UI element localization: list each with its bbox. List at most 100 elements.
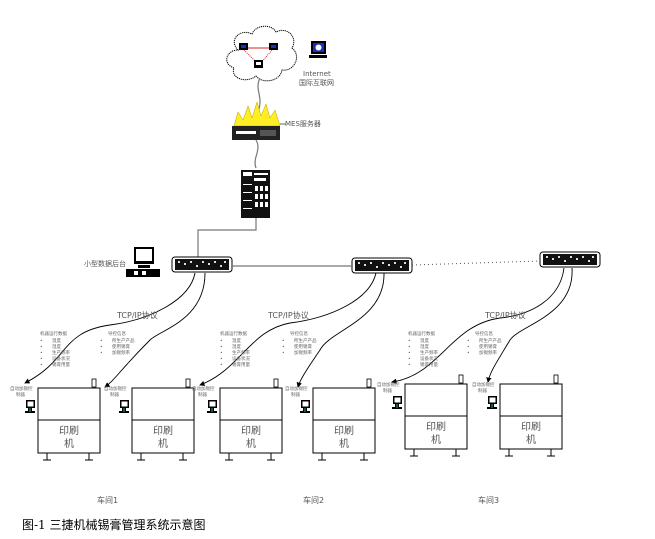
control-info-title: 导控信息 bbox=[475, 330, 493, 337]
controller-pc-icon bbox=[486, 395, 498, 410]
printer-label: 机 bbox=[158, 437, 168, 450]
machine-data-title: 机器运行数据 bbox=[40, 330, 67, 337]
control-info-item: 所生产产品 bbox=[112, 337, 135, 344]
bullet: • bbox=[408, 363, 411, 368]
control-info-item: 所生产产品 bbox=[479, 337, 502, 344]
workshop-3-label: 车间3 bbox=[478, 495, 499, 505]
machine-data-item: 锡膏用量 bbox=[232, 361, 250, 368]
printer-label: 印刷 bbox=[153, 425, 173, 437]
controller-label: 自动加锡控 bbox=[377, 381, 400, 388]
bullet: • bbox=[40, 351, 43, 356]
network-switch-1 bbox=[171, 256, 233, 273]
printer-label: 机 bbox=[64, 437, 74, 450]
machine-data-item: 生产频率 bbox=[420, 349, 438, 356]
bullet: • bbox=[220, 345, 223, 350]
mes-server-label: MES服务器 bbox=[285, 119, 321, 128]
network-switch-3 bbox=[539, 251, 601, 268]
printer-label: 机 bbox=[246, 437, 256, 450]
workshop-2-label: 车间2 bbox=[303, 495, 324, 505]
control-info-item: 所生产产品 bbox=[294, 337, 317, 344]
bullet: • bbox=[220, 357, 223, 362]
controller-pc-icon bbox=[206, 399, 218, 414]
controller-label: 制器 bbox=[478, 387, 487, 394]
machine-data-item: 温度 bbox=[52, 337, 61, 344]
bullet: • bbox=[408, 351, 411, 356]
mes-server-firewall-icon bbox=[232, 101, 281, 140]
controller-label: 制器 bbox=[198, 391, 207, 398]
data-flow-arrows bbox=[24, 267, 573, 388]
bullet: • bbox=[100, 339, 103, 344]
bullet: • bbox=[408, 339, 411, 344]
machine-data-item: 设备状况 bbox=[232, 355, 250, 362]
bullet: • bbox=[40, 339, 43, 344]
machine-data-item: 生产频率 bbox=[52, 349, 70, 356]
bullet: • bbox=[220, 363, 223, 368]
controller-pc-icon bbox=[391, 395, 403, 410]
laptop-icon bbox=[239, 43, 248, 50]
control-info-title: 导控信息 bbox=[290, 330, 308, 337]
machine-data-item: 生产频率 bbox=[232, 349, 250, 356]
machine-data-item: 温度 bbox=[420, 337, 429, 344]
protocol-label-1: TCP/IP协议 bbox=[116, 310, 158, 320]
control-info-item: 加锡频率 bbox=[294, 349, 312, 356]
internet-label-cn: 国际互联网 bbox=[299, 78, 334, 87]
controller-label: 制器 bbox=[110, 391, 119, 398]
printer-label: 印刷 bbox=[521, 421, 541, 433]
server-tower-icon bbox=[241, 170, 270, 218]
machine-data-item: 湿度 bbox=[232, 343, 241, 350]
controller-pc-icon bbox=[24, 399, 36, 414]
laptop-icon bbox=[269, 43, 278, 50]
controller-label: 自动加锡控 bbox=[192, 385, 215, 392]
backend-label: 小型数据后台 bbox=[84, 259, 126, 268]
bullet: • bbox=[220, 339, 223, 344]
internet-label: Internet bbox=[303, 70, 331, 78]
printer-label: 机 bbox=[431, 433, 441, 446]
printer-label: 机 bbox=[526, 433, 536, 446]
controller-label: 自动加锡控 bbox=[10, 385, 33, 392]
controller-pc-icon bbox=[299, 399, 311, 414]
bullet: • bbox=[40, 345, 43, 350]
controller-label: 自动加锡控 bbox=[472, 381, 495, 388]
machine-data-item: 设备状况 bbox=[420, 355, 438, 362]
internet-monitor-icon bbox=[309, 41, 327, 58]
bullet: • bbox=[282, 351, 285, 356]
machine-data-item: 温度 bbox=[232, 337, 241, 344]
printer-label: 印刷 bbox=[426, 421, 446, 433]
machine-data-item: 锡膏用量 bbox=[52, 361, 70, 368]
control-info-title: 导控信息 bbox=[108, 330, 126, 337]
bullet: • bbox=[408, 345, 411, 350]
figure-caption: 图-1 三捷机械锡膏管理系统示意图 bbox=[22, 517, 206, 532]
printer-label: 印刷 bbox=[241, 425, 261, 437]
bullet: • bbox=[408, 357, 411, 362]
machine-data-item: 锡膏用量 bbox=[420, 361, 438, 368]
protocol-label-2: TCP/IP协议 bbox=[267, 310, 309, 320]
machine-data-item: 湿度 bbox=[420, 343, 429, 350]
control-info-item: 使用锡膏 bbox=[112, 343, 130, 350]
machine-data-title: 机器运行数据 bbox=[220, 330, 247, 337]
machine-data-item: 设备状况 bbox=[52, 355, 70, 362]
workshop-1-label: 车间1 bbox=[97, 495, 118, 505]
controller-label: 制器 bbox=[291, 391, 300, 398]
machine-data-title: 机器运行数据 bbox=[408, 330, 435, 337]
backend-pc-icon bbox=[126, 247, 160, 277]
printer-label: 印刷 bbox=[334, 425, 354, 437]
bullet: • bbox=[467, 345, 470, 350]
bullet: • bbox=[100, 351, 103, 356]
controller-pc-icon bbox=[118, 399, 130, 414]
controller-label: 制器 bbox=[383, 387, 392, 394]
bullet: • bbox=[40, 357, 43, 362]
control-info-item: 使用锡膏 bbox=[294, 343, 312, 350]
bullet: • bbox=[467, 351, 470, 356]
printer-label: 印刷 bbox=[59, 425, 79, 437]
bullet: • bbox=[282, 339, 285, 344]
bullet: • bbox=[100, 345, 103, 350]
controller-label: 自动加锡控 bbox=[285, 385, 308, 392]
network-switch-2 bbox=[351, 257, 413, 274]
control-info-item: 使用锡膏 bbox=[479, 343, 497, 350]
internet-cloud bbox=[226, 25, 297, 82]
control-info-item: 加锡频率 bbox=[112, 349, 130, 356]
control-info-item: 加锡频率 bbox=[479, 349, 497, 356]
printer-label: 机 bbox=[339, 437, 349, 450]
bullet: • bbox=[282, 345, 285, 350]
